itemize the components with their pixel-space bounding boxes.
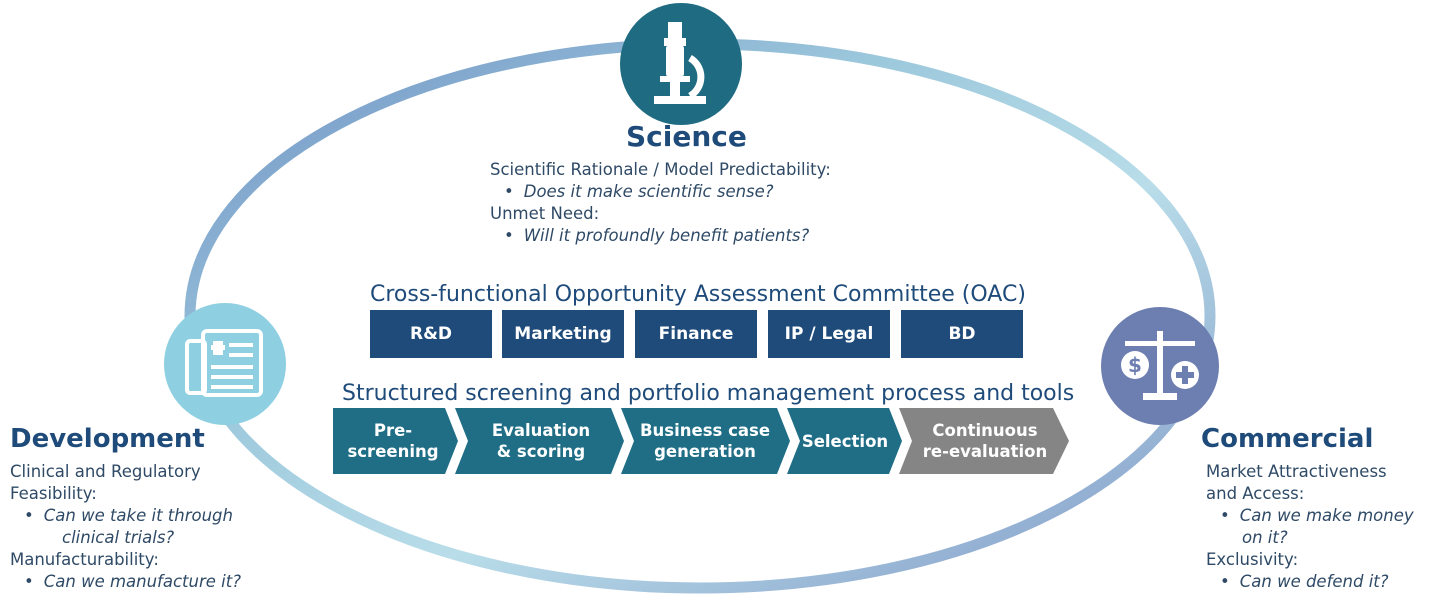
- committee-heading: Cross-functional Opportunity Assessment …: [370, 282, 1026, 307]
- svg-text:$: $: [1128, 353, 1142, 377]
- development-bullet-1b: clinical trials?: [62, 528, 175, 547]
- bullet: •: [504, 182, 514, 201]
- science-text: Scientific Rationale / Model Predictabil…: [490, 159, 831, 247]
- commercial-text: Market Attractiveness and Access: • Can w…: [1206, 461, 1414, 593]
- bullet: •: [1220, 506, 1230, 525]
- step-continuous: Continuous re-evaluation: [922, 421, 1048, 461]
- commercial-line-1a: Market Attractiveness: [1206, 462, 1387, 481]
- committee-member-marketing: Marketing: [502, 310, 624, 358]
- science-line-2: Unmet Need:: [490, 204, 600, 223]
- development-title: Development: [10, 424, 205, 454]
- commercial-bullet-1b: on it?: [1242, 528, 1288, 547]
- chevron-pre-screening: [333, 408, 458, 474]
- scales-icon: $: [1121, 331, 1199, 400]
- development-icon-circle: [164, 303, 286, 425]
- committee-member-finance: Finance: [635, 310, 757, 358]
- committee-member-bd: BD: [901, 310, 1023, 358]
- step-business-case: Business case generation: [639, 421, 771, 461]
- process-heading: Structured screening and portfolio manag…: [342, 381, 1075, 406]
- committee-member-ip-legal: IP / Legal: [768, 310, 890, 358]
- step-evaluation: Evaluation & scoring: [491, 421, 591, 461]
- commercial-title: Commercial: [1201, 424, 1374, 454]
- bullet: •: [504, 226, 514, 245]
- science-bullet-1: Does it make scientific sense?: [523, 182, 774, 201]
- document-icon: [185, 329, 263, 397]
- bullet: •: [1220, 572, 1230, 591]
- bullet: •: [24, 506, 34, 525]
- development-line-1b: Feasibility:: [10, 484, 97, 503]
- step-pre-screening: Pre- screening: [347, 421, 439, 461]
- development-bullet-1a: Can we take it through: [43, 506, 233, 525]
- committee-member-rnd: R&D: [370, 310, 492, 358]
- chevron-business-case: [621, 408, 790, 474]
- commercial-line-1b: and Access:: [1206, 484, 1305, 503]
- development-bullet-2: Can we manufacture it?: [43, 572, 241, 591]
- commercial-bullet-1a: Can we make money: [1239, 506, 1414, 525]
- commercial-line-2: Exclusivity:: [1206, 550, 1299, 569]
- science-icon-circle: [620, 3, 742, 125]
- step-selection: Selection: [801, 431, 889, 451]
- microscope-icon: [654, 22, 706, 104]
- chevron-evaluation: [455, 408, 624, 474]
- bullet: •: [24, 572, 34, 591]
- science-title: Science: [626, 120, 747, 153]
- commercial-bullet-2: Can we defend it?: [1239, 572, 1389, 591]
- science-bullet-2: Will it profoundly benefit patients?: [523, 226, 810, 245]
- development-line-1a: Clinical and Regulatory: [10, 462, 201, 481]
- commercial-icon-circle: $: [1101, 307, 1219, 425]
- chevron-selection: [787, 408, 902, 474]
- science-line-1: Scientific Rationale / Model Predictabil…: [490, 160, 831, 179]
- development-text: Clinical and Regulatory Feasibility: • Ca…: [10, 461, 241, 593]
- chevron-continuous: [899, 408, 1069, 474]
- development-line-2: Manufacturability:: [10, 550, 159, 569]
